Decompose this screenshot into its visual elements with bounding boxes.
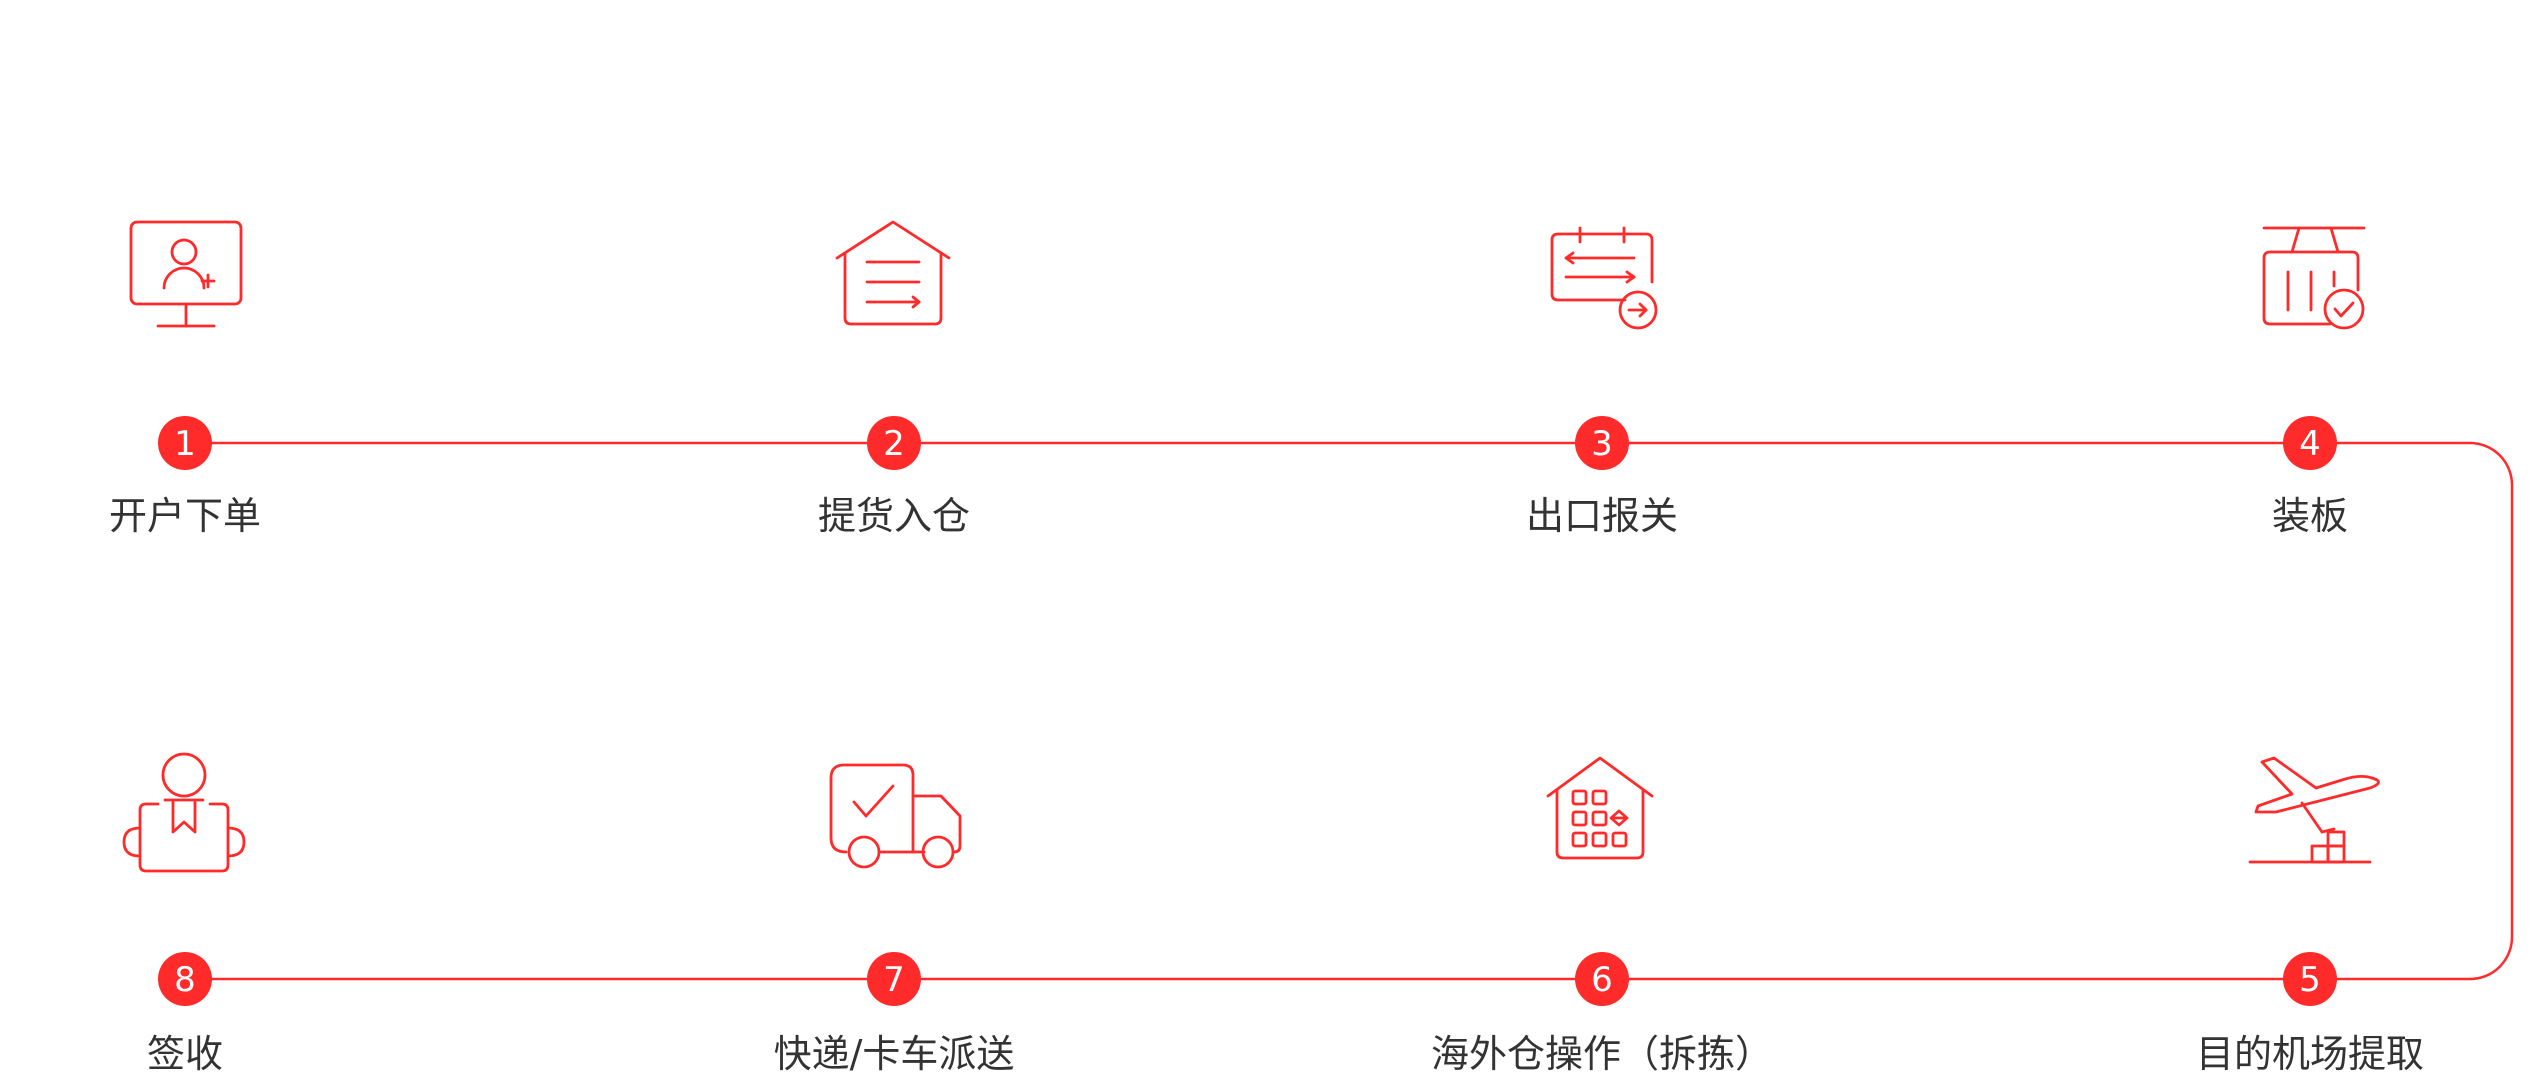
step-badge-2: [867, 416, 921, 470]
step-number-4: 4: [2299, 424, 2321, 464]
step-badge-5: [2283, 952, 2337, 1006]
step-label-8: 签收: [146, 1032, 224, 1076]
step-number-2: 2: [883, 424, 905, 464]
step-label-6: 海外仓操作（拆拣）: [1430, 1032, 1774, 1076]
step-badge-3: [1575, 416, 1629, 470]
step-label-7: 快递/卡车派送: [773, 1032, 1015, 1076]
airplane-cargo-icon: [2248, 756, 2380, 864]
flow-connector: [185, 441, 2514, 981]
step-number-8: 8: [174, 960, 196, 1000]
step-label-1: 开户下单: [108, 494, 262, 538]
step-number-3: 3: [1591, 424, 1613, 464]
customs-document-icon: [1550, 226, 1658, 330]
delivery-truck-icon: [829, 763, 962, 869]
warehouse-list-icon: [835, 220, 951, 326]
step-label-5: 目的机场提取: [2195, 1032, 2425, 1076]
person-receive-package-icon: [122, 752, 246, 873]
step-badge-8: [158, 952, 212, 1006]
step-number-7: 7: [883, 960, 905, 1000]
step-badge-1: [158, 416, 212, 470]
step-number-badges: 1 2 3 4 5 6 7 8: [158, 416, 2337, 1006]
step-number-1: 1: [174, 424, 196, 464]
overseas-warehouse-icon: [1546, 756, 1654, 860]
step-badge-6: [1575, 952, 1629, 1006]
step-badge-4: [2283, 416, 2337, 470]
step-label-3: 出口报关: [1525, 494, 1679, 538]
step-number-5: 5: [2299, 960, 2321, 1000]
step-label-4: 装板: [2271, 494, 2349, 538]
monitor-add-user-icon: [129, 220, 243, 328]
pallet-check-icon: [2262, 226, 2366, 330]
step-number-6: 6: [1591, 960, 1613, 1000]
step-badge-7: [867, 952, 921, 1006]
step-label-2: 提货入仓: [817, 494, 971, 538]
